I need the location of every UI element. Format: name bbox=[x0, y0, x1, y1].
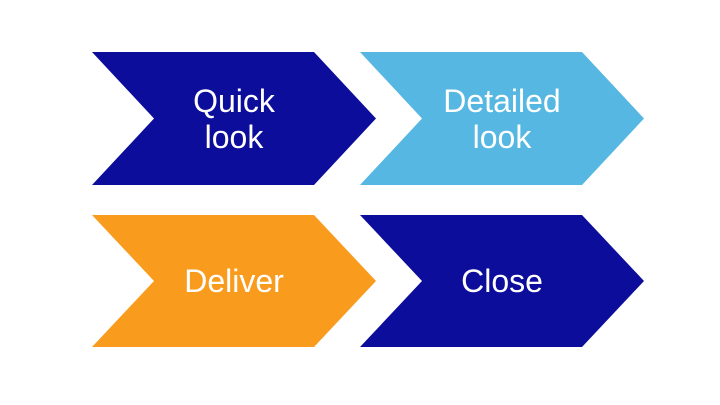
step-label: Quick look bbox=[193, 82, 275, 155]
chevron-step-quick-look: Quick look bbox=[92, 52, 376, 185]
step-label: Detailed look bbox=[443, 82, 561, 155]
chevron-step-detailed-look: Detailed look bbox=[360, 52, 644, 185]
chevron-step-deliver: Deliver bbox=[92, 215, 376, 347]
chevron-step-close: Close bbox=[360, 215, 644, 347]
step-label: Close bbox=[461, 263, 543, 299]
step-label: Deliver bbox=[184, 263, 284, 299]
